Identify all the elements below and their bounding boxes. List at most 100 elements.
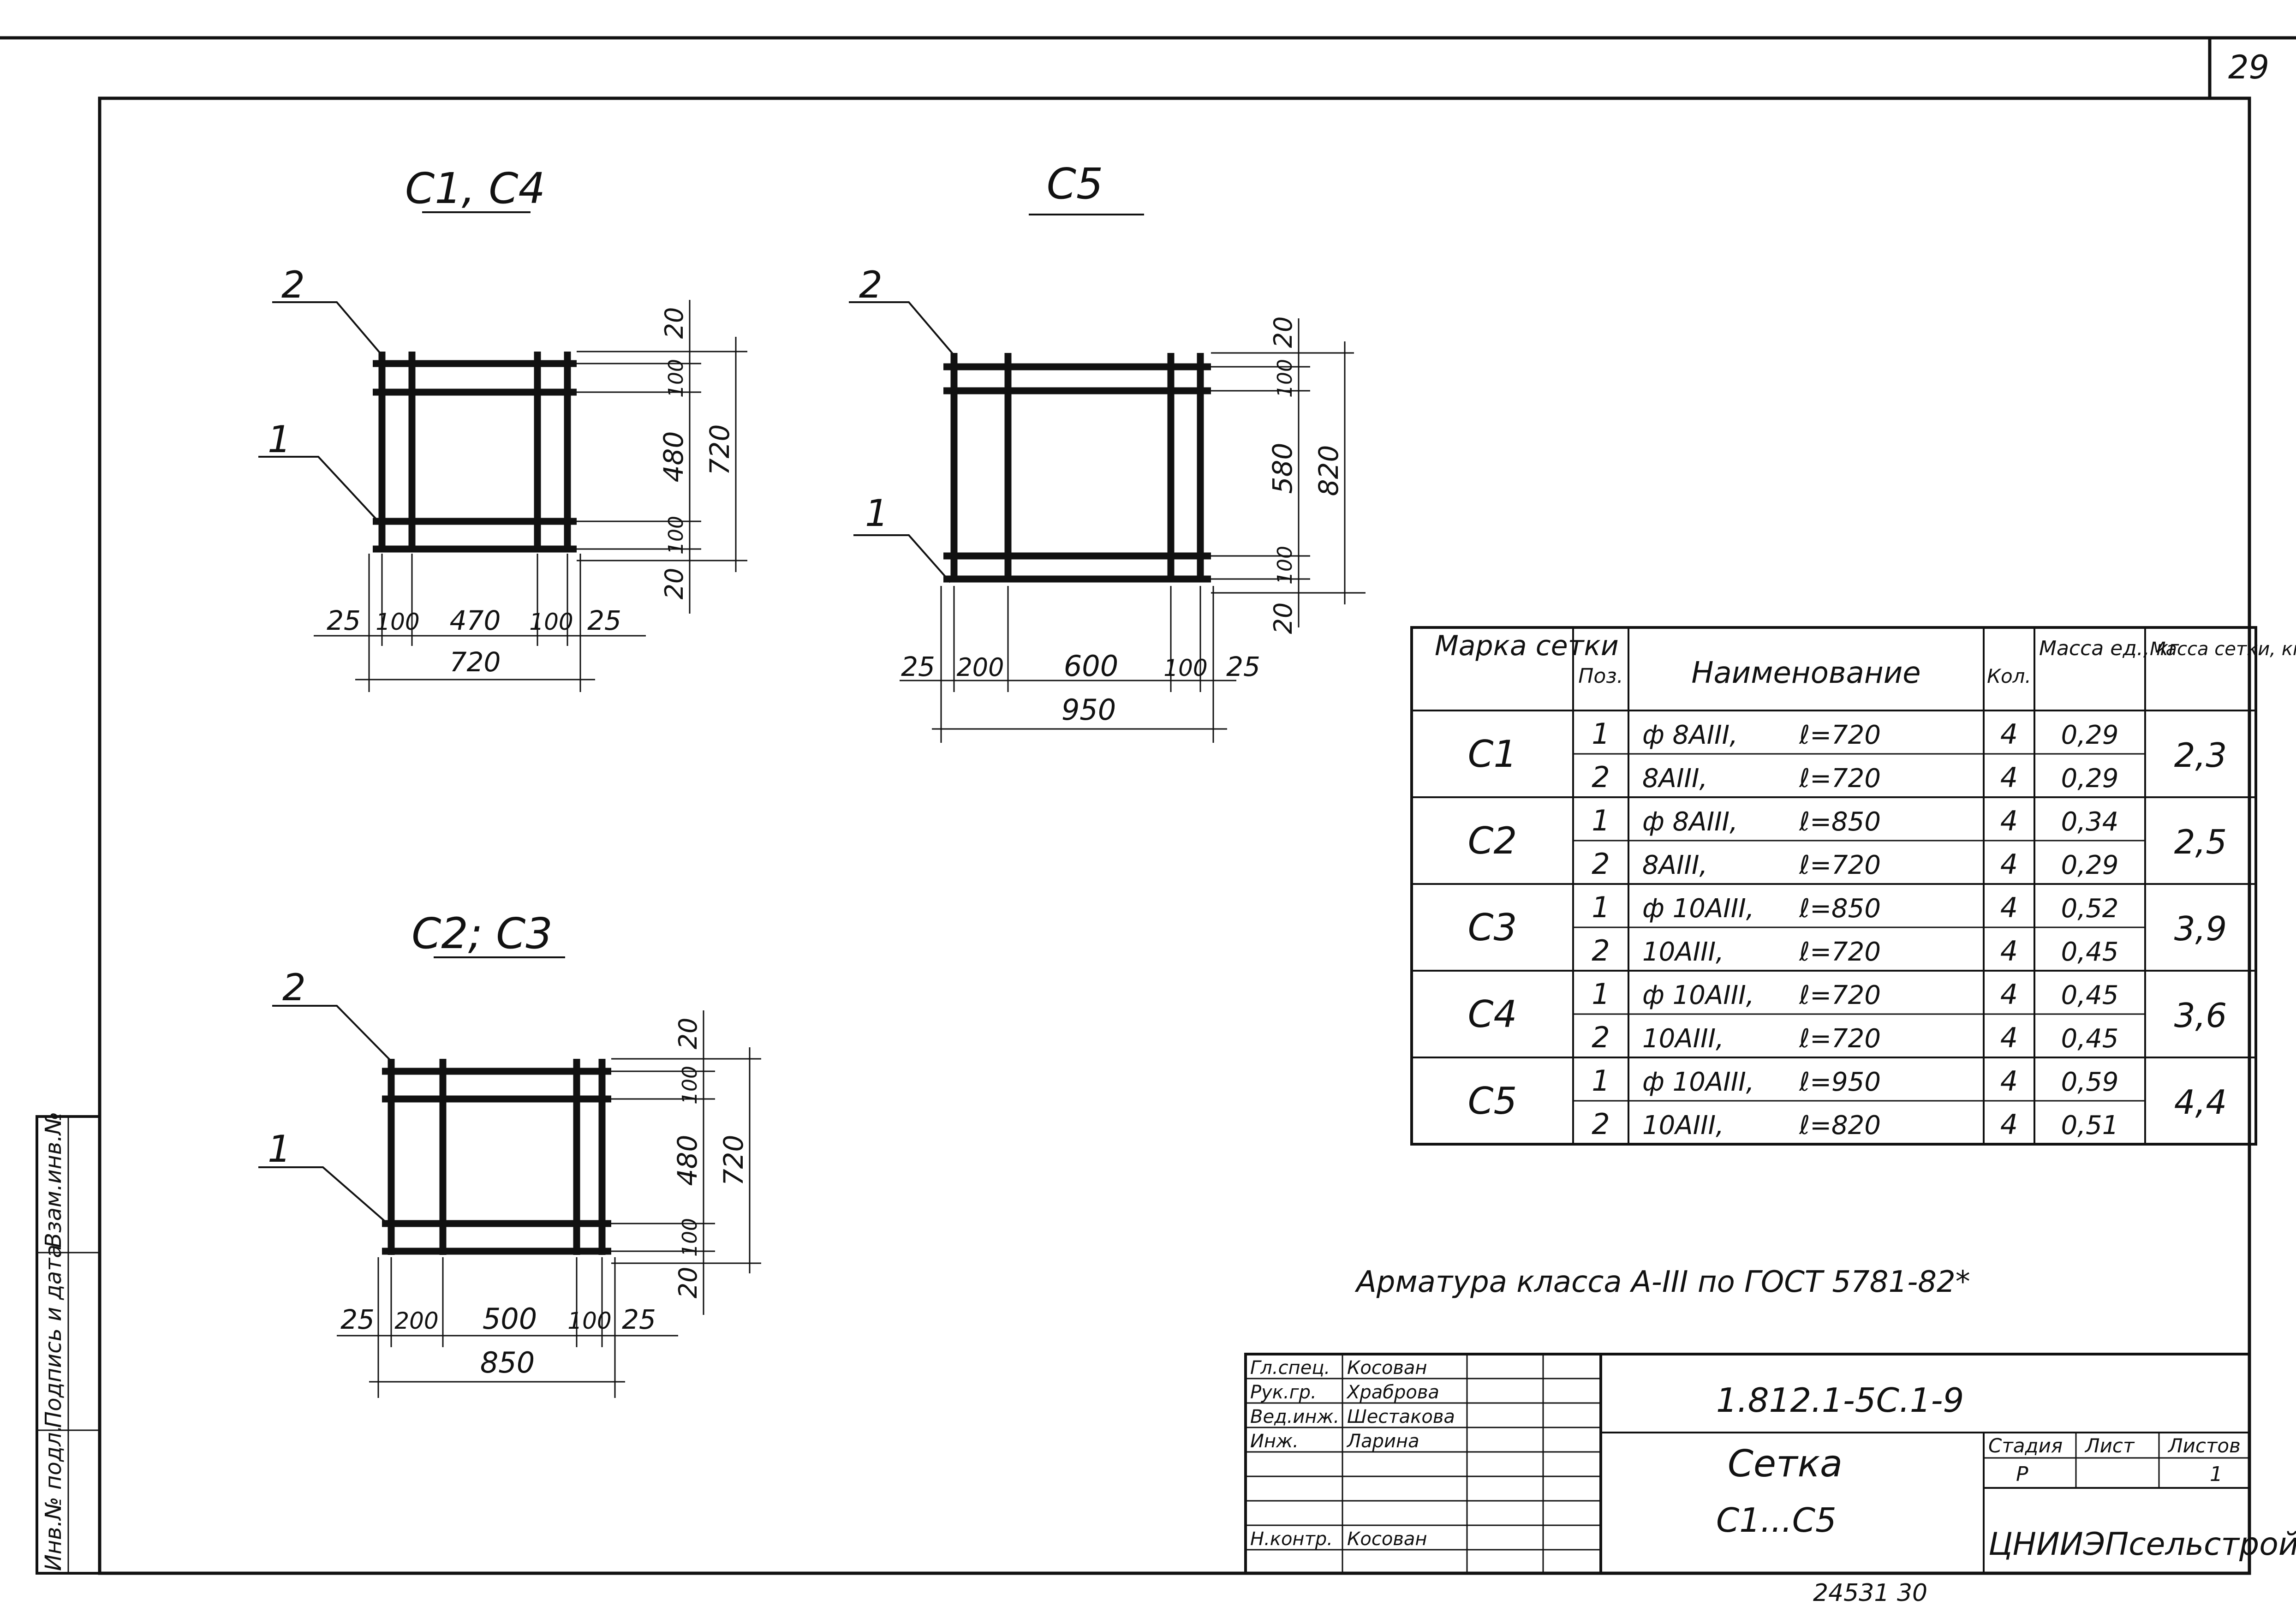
dim-label: 20 (1269, 316, 1298, 348)
cell-pos: 2 (1592, 760, 1610, 794)
mesh-c1-c4: С1, С4 2 1 25 100 470 100 25 720 (258, 164, 747, 692)
pos1-label: 1 (268, 418, 291, 461)
dim-label: 600 (1064, 649, 1118, 683)
tb-name: Косован (1347, 1528, 1427, 1550)
cell-length: ℓ=950 (1799, 1067, 1881, 1097)
tb-role: Н.контр. (1250, 1528, 1333, 1550)
dim-label: 580 (1267, 443, 1298, 494)
cell-unit-mass: 0,29 (2061, 764, 2119, 794)
cell-qty: 4 (2000, 979, 2018, 1011)
tb-role: Вед.инж. (1250, 1406, 1339, 1427)
cell-name: 10АIII, (1642, 1111, 1724, 1140)
header-mesh-mass: Масса сетки, кг (2150, 639, 2296, 660)
mesh-title: С5 (1047, 159, 1103, 209)
side-stamp-inv: Инв.№ подл. (41, 1425, 66, 1571)
organization: ЦНИИЭПсельстрой (1988, 1526, 2296, 1563)
tb-name: Храброва (1346, 1382, 1439, 1403)
cell-mark: С2 (1468, 819, 1517, 862)
dim-label: 20 (1269, 603, 1298, 634)
pos1-label: 1 (268, 1128, 291, 1170)
leader-pos1 (853, 534, 951, 583)
cell-unit-mass: 0,29 (2061, 850, 2119, 880)
dim-label: 100 (678, 1066, 702, 1105)
cell-qty: 4 (2000, 935, 2018, 967)
dim-label: 25 (901, 651, 935, 682)
signatures: Гл.спец.КосованРук.гр.ХраброваВед.инж.Ше… (1246, 1357, 1601, 1551)
cell-mesh-mass: 4,4 (2174, 1083, 2227, 1122)
pos2-label: 2 (859, 263, 883, 306)
side-stamp-replace: Взам.инв.№ (41, 1112, 66, 1248)
cell-qty: 4 (2000, 892, 2018, 924)
cell-pos: 2 (1592, 1107, 1610, 1141)
cell-name: ф 10АIII, (1642, 980, 1754, 1010)
cell-unit-mass: 0,52 (2061, 894, 2119, 924)
cell-pos: 1 (1592, 717, 1610, 751)
cell-pos: 1 (1592, 890, 1610, 924)
header-unit-mass: Масса ед., кг (2039, 637, 2179, 660)
dim-label: 25 (622, 1304, 656, 1335)
document-name-line2: С1...С5 (1716, 1501, 1837, 1540)
leader-pos2 (272, 301, 383, 356)
cell-mark: С1 (1468, 733, 1517, 776)
cell-length: ℓ=720 (1799, 937, 1881, 967)
cell-mesh-mass: 3,6 (2174, 996, 2227, 1035)
dim-label: 500 (483, 1302, 537, 1336)
mesh-c2-c3: С2; С3 2 1 25 200 500 100 25 850 (258, 909, 761, 1398)
cell-length: ℓ=720 (1799, 850, 1881, 880)
dim-label: 100 (567, 1308, 611, 1334)
dim-label: 100 (664, 359, 688, 398)
dim-label: 100 (529, 609, 573, 635)
cell-unit-mass: 0,45 (2061, 1024, 2119, 1054)
cell-name: 10АIII, (1642, 937, 1724, 967)
leader-pos1 (258, 1166, 388, 1224)
leader-pos1 (258, 456, 379, 522)
leader-pos2 (272, 1005, 392, 1062)
bottom-code: 24531 30 (1813, 1579, 1927, 1607)
cell-length: ℓ=720 (1799, 1024, 1881, 1054)
tb-name: Ларина (1346, 1431, 1419, 1452)
specification-table: Марка сетки Поз. Наименование Кол. Масса… (1410, 626, 2296, 1146)
dim-label: 470 (450, 605, 501, 636)
dim-total-label: 950 (1062, 693, 1116, 727)
sheet-label: Лист (2084, 1434, 2135, 1457)
header-pos: Поз. (1578, 664, 1623, 688)
tb-role: Инж. (1250, 1431, 1299, 1452)
cell-length: ℓ=820 (1799, 1111, 1881, 1140)
cell-pos: 2 (1592, 934, 1610, 967)
header-name: Наименование (1691, 656, 1920, 690)
dim-total-label: 720 (704, 424, 735, 476)
pos2-label: 2 (281, 263, 305, 306)
dim-label: 25 (340, 1304, 375, 1335)
cell-length: ℓ=720 (1799, 764, 1881, 794)
cell-qty: 4 (2000, 848, 2018, 881)
cell-qty: 4 (2000, 1109, 2018, 1141)
cell-name: ф 8АIII, (1642, 720, 1738, 750)
cell-length: ℓ=850 (1799, 894, 1881, 924)
dim-label: 100 (678, 1218, 702, 1257)
side-stamp: Инв.№ подл. Подпись и дата Взам.инв.№ (36, 1112, 101, 1575)
drawing-frame (98, 96, 2251, 1575)
sheets-value: 1 (2210, 1463, 2223, 1486)
cell-mark: С3 (1468, 906, 1517, 949)
dim-label: 25 (1226, 651, 1260, 682)
tb-name: Шестакова (1347, 1406, 1455, 1427)
dim-label: 200 (956, 653, 1004, 682)
mesh-title: С2; С3 (411, 909, 553, 958)
stage-label: Стадия (1988, 1434, 2063, 1457)
dim-label: 100 (1273, 546, 1297, 585)
cell-mesh-mass: 2,3 (2174, 736, 2227, 775)
dim-label: 100 (1273, 359, 1297, 398)
cell-unit-mass: 0,34 (2061, 807, 2119, 837)
cell-qty: 4 (2000, 805, 2018, 837)
reinforcement-note: Арматура класса А-III по ГОСТ 5781-82* (1354, 1265, 1970, 1299)
dim-label: 480 (672, 1135, 703, 1186)
cell-unit-mass: 0,45 (2061, 937, 2119, 967)
dim-label: 20 (660, 568, 689, 600)
cell-name: ф 10АIII, (1642, 1067, 1754, 1097)
sheet-number: 29 (2228, 48, 2269, 86)
cell-pos: 1 (1592, 1064, 1610, 1098)
sheets-label: Листов (2167, 1434, 2241, 1457)
dim-label: 100 (1163, 655, 1207, 681)
mesh-title: С1, С4 (405, 164, 545, 213)
cell-length: ℓ=850 (1799, 807, 1881, 837)
